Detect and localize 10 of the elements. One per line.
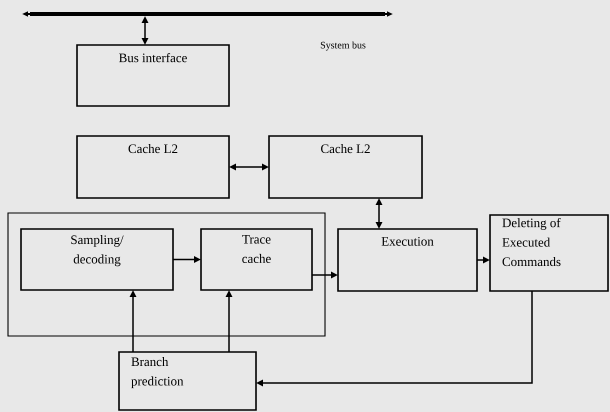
- process-box: Branch prediction: [118, 351, 257, 411]
- bus-label: System bus: [320, 41, 366, 51]
- process-box: Deleting of Executed Commands: [489, 214, 609, 292]
- process-box: Cache L2: [268, 135, 423, 199]
- process-box: Trace cache: [200, 228, 313, 291]
- process-box: Cache L2: [76, 135, 230, 199]
- process-box: Bus interface: [76, 44, 230, 107]
- process-box: Execution: [337, 228, 478, 292]
- process-box: Sampling/ decoding: [20, 228, 174, 291]
- outer-frame: [7, 212, 326, 337]
